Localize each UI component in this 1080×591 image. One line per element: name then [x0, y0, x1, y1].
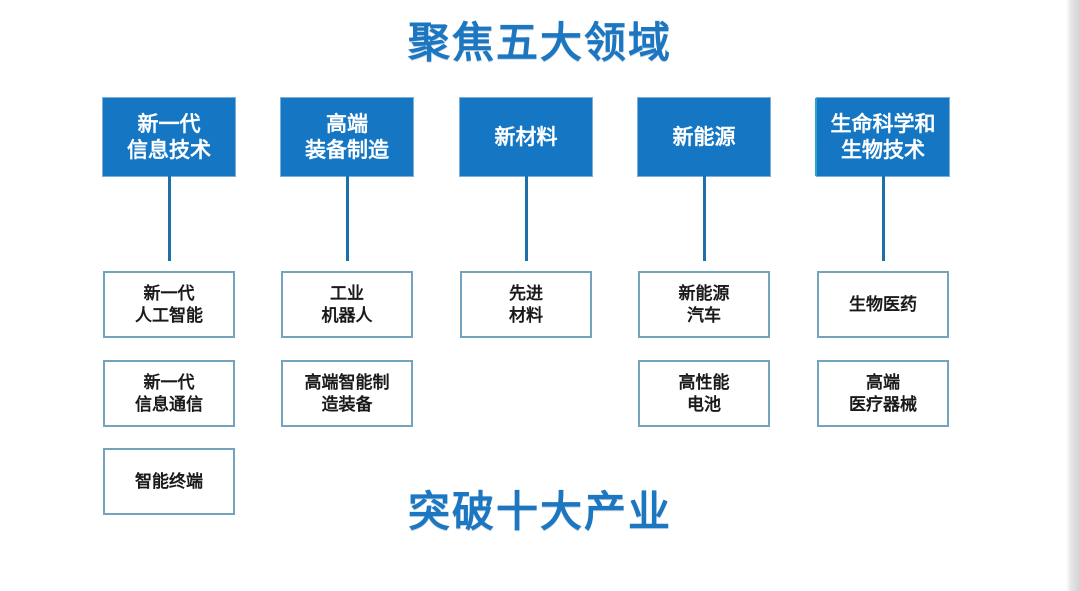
connector-line-4: [703, 176, 706, 261]
industry-box-5-2[interactable]: 高端 医疗器械: [817, 360, 949, 427]
industry-box-5-2-line1: 高端: [866, 372, 900, 393]
connector-line-5: [882, 176, 885, 261]
category-box-4-text: 新能源: [673, 124, 736, 150]
industry-box-5-2-text: 高端 医疗器械: [849, 372, 917, 416]
category-box-2[interactable]: 高端 装备制造: [281, 98, 413, 176]
category-box-5-line2: 生物技术: [841, 138, 925, 162]
page-title-bottom: 突破十大产业: [407, 487, 672, 536]
industry-box-3-1-line2: 材料: [509, 305, 543, 326]
industry-box-3-1-text: 先进 材料: [509, 283, 543, 327]
industry-box-3-1[interactable]: 先进 材料: [460, 271, 592, 338]
category-box-1-text: 新一代 信息技术: [127, 111, 211, 163]
industry-box-2-2-line1: 高端智能制: [304, 372, 390, 393]
industry-box-2-2-text: 高端智能制 造装备: [305, 372, 390, 416]
industry-box-5-1-line1: 生物医药: [849, 294, 917, 315]
category-box-1-line2: 信息技术: [127, 138, 211, 162]
category-box-4-line1: 新能源: [672, 125, 736, 149]
industry-box-1-2-text: 新一代 信息通信: [135, 372, 203, 416]
page-title-top: 聚焦五大领域: [407, 18, 672, 67]
category-box-5[interactable]: 生命科学和 生物技术: [817, 98, 949, 176]
industry-box-1-1-line2: 人工智能: [135, 305, 203, 326]
category-box-2-text: 高端 装备制造: [305, 111, 389, 163]
industry-box-4-1[interactable]: 新能源 汽车: [638, 271, 770, 338]
industry-box-4-2[interactable]: 高性能 电池: [638, 360, 770, 427]
industry-box-1-3[interactable]: 智能终端: [103, 448, 235, 515]
industry-box-2-1-line2: 机器人: [321, 305, 373, 326]
category-box-1-line1: 新一代: [137, 112, 201, 136]
industry-box-3-1-line1: 先进: [509, 283, 543, 304]
category-box-4[interactable]: 新能源: [638, 98, 770, 176]
industry-box-4-2-line2: 电池: [687, 394, 721, 415]
category-box-2-line1: 高端: [326, 112, 368, 136]
industry-box-1-1-line1: 新一代: [143, 283, 195, 304]
industry-box-2-1-line1: 工业: [330, 283, 364, 304]
category-box-5-line1: 生命科学和: [830, 112, 936, 136]
industry-box-2-2-line2: 造装备: [321, 394, 373, 415]
industry-box-1-3-line1: 智能终端: [135, 471, 203, 492]
industry-box-4-1-text: 新能源 汽车: [679, 283, 730, 327]
category-box-3-text: 新材料: [495, 124, 558, 150]
connector-line-1: [168, 176, 171, 261]
category-box-2-line2: 装备制造: [305, 138, 389, 162]
category-box-3[interactable]: 新材料: [460, 98, 592, 176]
category-box-1[interactable]: 新一代 信息技术: [103, 98, 235, 176]
industry-box-1-2[interactable]: 新一代 信息通信: [103, 360, 235, 427]
industry-box-2-1-text: 工业 机器人: [322, 283, 373, 327]
industry-box-4-1-line1: 新能源: [678, 283, 730, 304]
industry-box-5-2-line2: 医疗器械: [849, 394, 917, 415]
category-box-3-line1: 新材料: [494, 125, 558, 149]
industry-box-5-1[interactable]: 生物医药: [817, 271, 949, 338]
industry-box-1-2-line1: 新一代: [143, 372, 195, 393]
industry-box-4-2-line1: 高性能: [678, 372, 730, 393]
industry-box-1-1[interactable]: 新一代 人工智能: [103, 271, 235, 338]
industry-box-2-2[interactable]: 高端智能制 造装备: [281, 360, 413, 427]
industry-box-2-1[interactable]: 工业 机器人: [281, 271, 413, 338]
industry-box-4-1-line2: 汽车: [687, 305, 721, 326]
industry-box-1-1-text: 新一代 人工智能: [135, 283, 203, 327]
connector-line-3: [525, 176, 528, 261]
right-edge-strip: [1066, 0, 1080, 591]
connector-line-2: [346, 176, 349, 261]
category-box-5-text: 生命科学和 生物技术: [831, 111, 936, 163]
industry-box-1-2-line2: 信息通信: [135, 394, 203, 415]
industry-box-4-2-text: 高性能 电池: [679, 372, 730, 416]
